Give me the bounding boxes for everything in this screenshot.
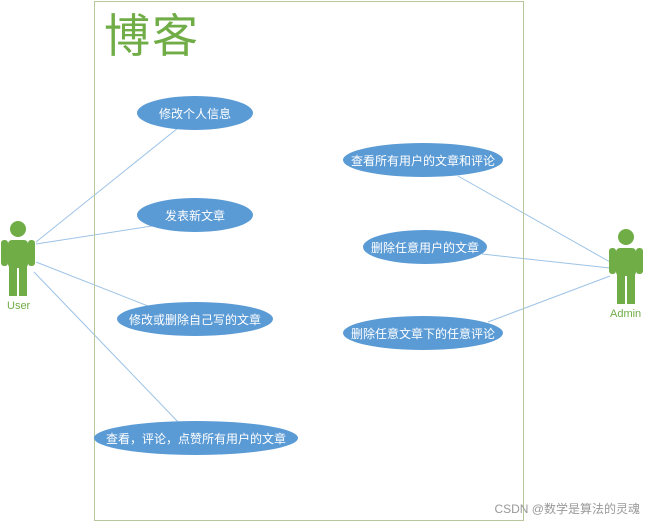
use-case-publish-article: 发表新文章 [137, 198, 253, 232]
assoc-user-uc3 [35, 261, 149, 307]
assoc-user-uc4 [33, 271, 181, 425]
assoc-user-uc1 [35, 127, 179, 243]
use-case-edit-delete-own-article: 修改或删除自己写的文章 [117, 302, 273, 336]
use-case-view-all-articles-comments: 查看所有用户的文章和评论 [343, 143, 503, 177]
assoc-admin-uc1 [457, 175, 611, 263]
watermark: CSDN @数学是算法的灵魂 [494, 502, 640, 516]
admin-actor-icon [609, 229, 643, 304]
use-case-delete-any-comment: 删除任意文章下的任意评论 [343, 316, 503, 350]
user-actor-icon [1, 221, 35, 296]
assoc-admin-uc2 [481, 253, 611, 269]
system-boundary [94, 1, 524, 521]
use-case-edit-profile: 修改个人信息 [137, 96, 253, 130]
system-title: 博客 [104, 9, 200, 63]
use-case-view-comment-like: 查看，评论，点赞所有用户的文章 [94, 421, 298, 455]
assoc-admin-uc3 [487, 275, 611, 323]
use-case-delete-any-article: 删除任意用户的文章 [363, 230, 487, 264]
user-actor-label: User [7, 300, 31, 312]
admin-actor-label: Admin [610, 308, 642, 320]
